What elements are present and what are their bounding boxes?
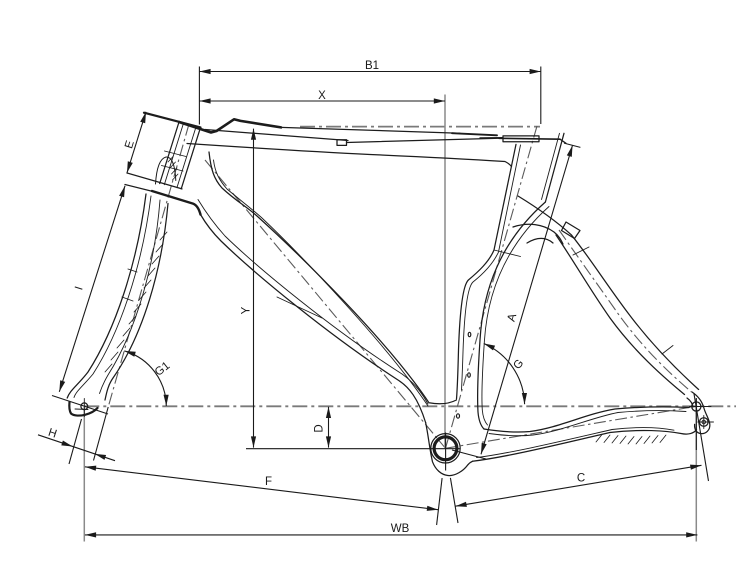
svg-text:B1: B1 (365, 60, 379, 72)
svg-text:H: H (47, 427, 59, 441)
svg-text:A: A (506, 312, 520, 323)
svg-text:WB: WB (391, 523, 410, 535)
svg-text:D: D (314, 424, 326, 432)
svg-text:C: C (577, 472, 585, 484)
svg-text:I: I (73, 285, 85, 292)
svg-text:F: F (265, 476, 272, 488)
svg-text:E: E (123, 139, 137, 150)
svg-text:X: X (318, 90, 326, 102)
svg-text:Y: Y (241, 306, 253, 314)
